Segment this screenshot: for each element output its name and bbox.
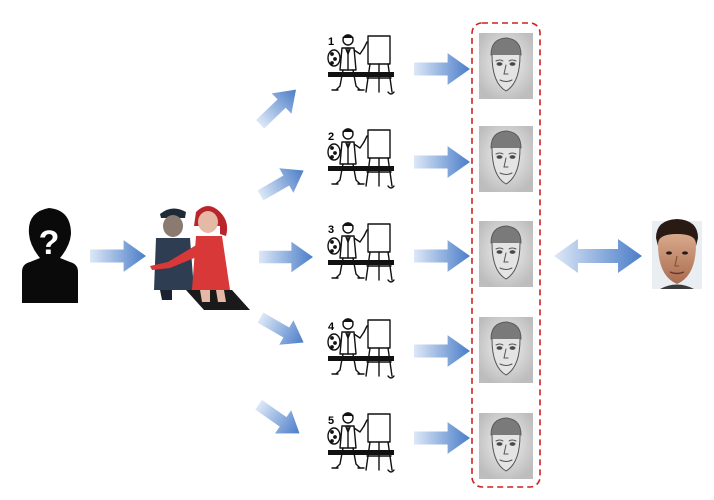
artist-easel-icon bbox=[327, 222, 395, 283]
artist-3: 3 bbox=[327, 222, 395, 283]
composite-sketch-face-icon bbox=[479, 33, 533, 99]
artist-number-2: 2 bbox=[328, 131, 334, 143]
composite-sketch-face-icon bbox=[479, 413, 533, 479]
double-arrow-icon bbox=[554, 239, 642, 273]
artist-number-5: 5 bbox=[328, 415, 334, 427]
arrow-to-sketch-4 bbox=[414, 335, 470, 367]
artist-easel-icon bbox=[327, 128, 395, 189]
unknown-question-mark: ? bbox=[39, 224, 60, 262]
artist-number-3: 3 bbox=[328, 224, 334, 236]
arrow-to-sketch-2 bbox=[414, 146, 470, 178]
artist-easel-icon bbox=[327, 412, 395, 473]
arrow-to-artist-2 bbox=[253, 158, 311, 208]
artist-5: 5 bbox=[327, 412, 395, 473]
artist-number-4: 4 bbox=[328, 321, 335, 333]
arrow-to-artist-5 bbox=[250, 393, 308, 445]
arrow-to-artist-3 bbox=[259, 241, 313, 273]
composite-sketch-face-icon bbox=[479, 126, 533, 192]
arrow-to-artist-1 bbox=[250, 79, 306, 135]
arrow-to-artist-4 bbox=[253, 305, 311, 355]
composite-sketch-face-icon bbox=[479, 221, 533, 287]
artist-1: 1 bbox=[327, 34, 395, 95]
composite-sketch-face-icon bbox=[479, 317, 533, 383]
artist-easel-icon bbox=[327, 34, 395, 95]
witness-police-and-girl-icon bbox=[150, 206, 250, 310]
real-face-photo-icon bbox=[652, 219, 702, 289]
arrow-to-witnesses bbox=[90, 240, 146, 272]
unknown-silhouette-icon: ? bbox=[22, 208, 78, 303]
arrow-to-sketch-1 bbox=[414, 53, 470, 85]
artist-2: 2 bbox=[327, 128, 395, 189]
arrow-to-sketch-5 bbox=[414, 422, 470, 454]
sketches-dashed-box bbox=[471, 22, 541, 488]
arrow-to-sketch-3 bbox=[414, 240, 470, 272]
artist-easel-icon bbox=[327, 318, 395, 379]
artist-number-1: 1 bbox=[328, 36, 334, 48]
artist-4: 4 bbox=[327, 318, 395, 379]
